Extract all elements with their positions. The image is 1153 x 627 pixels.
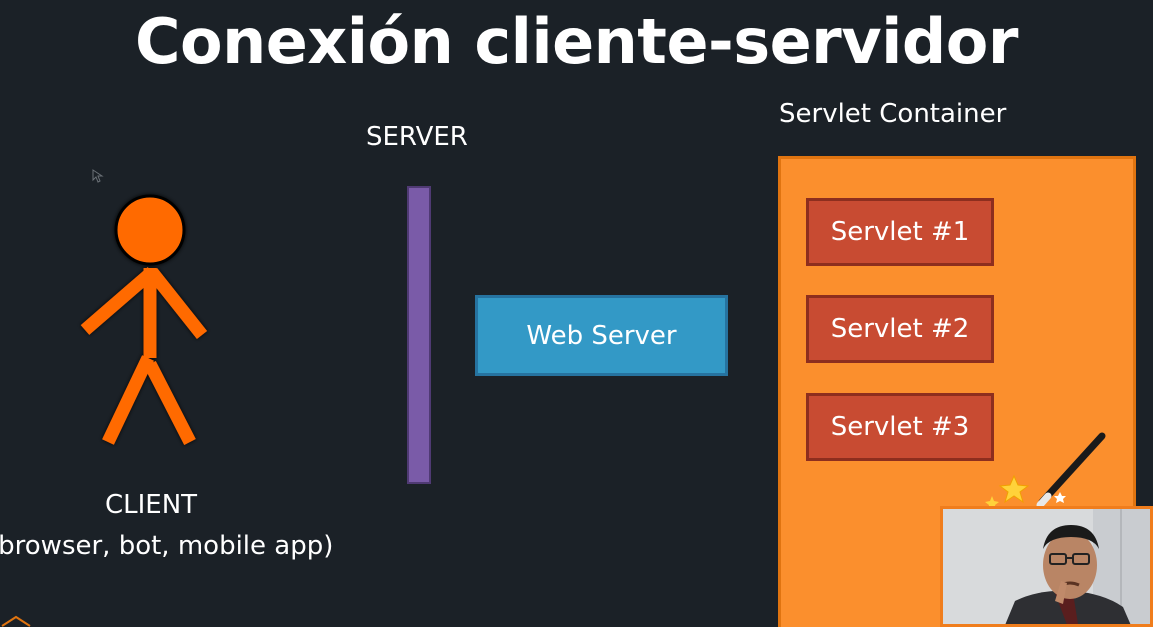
servlet-box: Servlet #2	[806, 295, 994, 363]
stick-figure-icon	[80, 194, 208, 445]
servlet-label: Servlet #2	[830, 314, 970, 344]
servlet-label: Servlet #3	[830, 412, 970, 442]
server-bar	[407, 186, 431, 484]
presenter-webcam	[940, 506, 1153, 627]
servlet-label: Servlet #1	[830, 217, 970, 247]
web-server-label: Web Server	[526, 320, 677, 351]
slide-title: Conexión cliente-servidor	[135, 5, 1018, 78]
servlet-box: Servlet #3	[806, 393, 994, 461]
server-label: SERVER	[366, 122, 468, 152]
corner-arrow-icon	[1, 615, 31, 627]
cursor-icon	[92, 168, 108, 187]
servlet-box: Servlet #1	[806, 198, 994, 266]
client-sublabel: (browser, bot, mobile app)	[0, 531, 334, 561]
magic-wand-icon	[985, 432, 1106, 510]
web-server-box: Web Server	[475, 295, 728, 376]
client-label: CLIENT	[105, 490, 198, 520]
servlet-container-label: Servlet Container	[779, 99, 1007, 129]
